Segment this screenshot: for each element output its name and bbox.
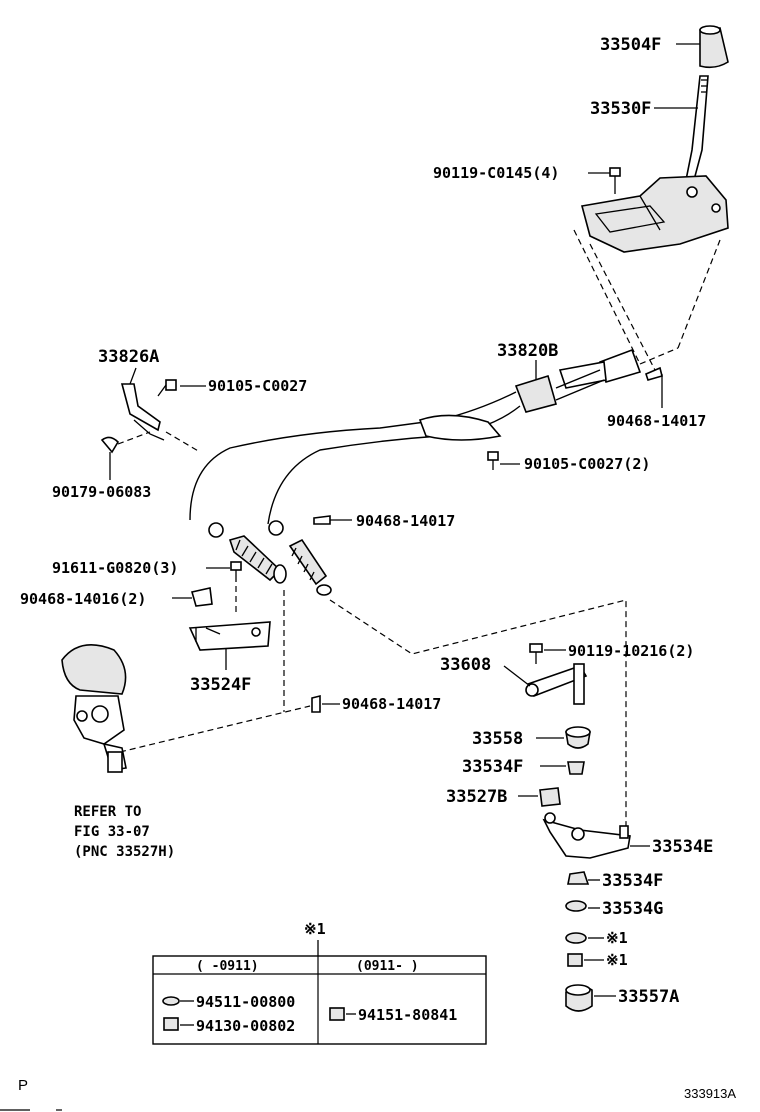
shift-lever-33530F [685,75,709,181]
label-33524F: 33524F [190,675,251,695]
bushing-33534F-upper [567,761,585,775]
bolt-90105-C0027-2 [487,451,499,470]
clip-90468-14017-low [311,694,321,713]
cable-end-left [208,522,287,584]
label-33820B: 33820B [497,341,558,361]
footer-left-mark: P [18,1077,28,1094]
shift-knob-33504F [699,25,729,69]
bushing-33527B [539,787,561,807]
label-33534G: 33534G [602,899,663,919]
refer-note-line1: REFER TO [74,804,141,820]
clip-90468-14017-mid [313,515,331,525]
label-90179-06083: 90179-06083 [52,483,151,501]
label-90468-14016: 90468-14016(2) [20,590,146,608]
label-33530F: 33530F [590,99,651,119]
bolt-90119-10216 [529,643,543,664]
nut-94130 [163,1017,179,1031]
refer-note-line2: FIG 33-07 [74,824,150,840]
label-90119-10216: 90119-10216(2) [568,642,694,660]
label-90119-C0145: 90119-C0145(4) [433,164,559,182]
label-33534F-lower: 33534F [602,871,663,891]
table-part-94130: 94130-00802 [196,1017,295,1035]
bolt-90119-C0145 [609,167,621,194]
reference-shift-assembly [61,644,127,773]
washer-33534G [565,900,587,912]
cable-assembly-33820B [189,348,642,525]
table-col2-header: (0911- ) [356,959,419,974]
washer-star1 [565,932,587,944]
bushing-33558 [565,726,591,749]
label-star1-b: ※1 [606,951,628,969]
table-marker: ※1 [304,920,326,938]
bracket-33524F [188,621,271,651]
clip-90179-06083 [100,436,120,454]
label-33534F-upper: 33534F [462,757,523,777]
footer-figure-code: 333913A [684,1086,736,1101]
bolt-91611-G0820 [230,561,242,582]
refer-note-line3: (PNC 33527H) [74,844,175,860]
label-33826A: 33826A [98,347,159,367]
label-33534E: 33534E [652,837,713,857]
clip-90468-14017-top [645,366,663,381]
label-90468-14017-mid: 90468-14017 [356,512,455,530]
bolt-90105-C0027 [157,379,177,397]
bracket-33826A [120,383,165,441]
cable-end-right [268,520,332,596]
nut-94151 [329,1007,345,1021]
shift-base-assembly [581,175,729,253]
table-col1-header: ( -0911) [196,959,259,974]
label-90468-14017-low: 90468-14017 [342,695,441,713]
lever-33534E [542,812,631,859]
label-91611-G0820: 91611-G0820(3) [52,559,178,577]
label-90105-C0027-2: 90105-C0027(2) [524,455,650,473]
bushing-33534F-lower [567,871,590,885]
label-33504F: 33504F [600,35,661,55]
selector-lever-33608 [525,663,588,705]
table-part-94151: 94151-80841 [358,1006,457,1024]
label-star1-a: ※1 [606,929,628,947]
label-90468-14017-top: 90468-14017 [607,412,706,430]
bushing-33557A [565,984,593,1012]
label-33608: 33608 [440,655,491,675]
table-part-94511: 94511-00800 [196,993,295,1011]
clip-90468-14016 [190,587,213,607]
nut-star1 [567,953,583,967]
label-33557A: 33557A [618,987,679,1007]
parts-table [152,955,487,1045]
label-33558: 33558 [472,729,523,749]
label-90105-C0027: 90105-C0027 [208,377,307,395]
washer-94511 [162,996,180,1006]
label-33527B: 33527B [446,787,507,807]
